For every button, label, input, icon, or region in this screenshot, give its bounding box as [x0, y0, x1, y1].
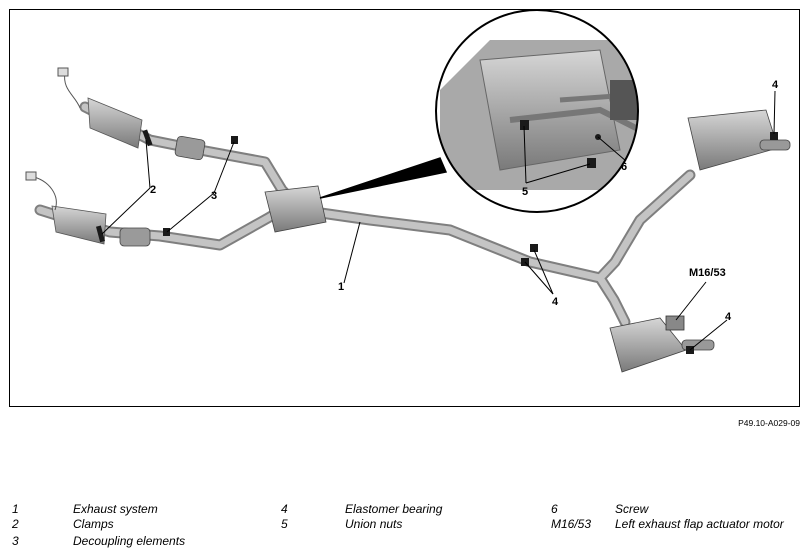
legend-num-5: 5: [281, 517, 288, 531]
clamps: [95, 129, 153, 243]
legend-label-3: Decoupling elements: [73, 534, 186, 548]
o2-sensor-wires: [25, 67, 81, 211]
callout-3: 3: [211, 190, 217, 202]
flap-actuator-motor: [665, 315, 685, 331]
legend-num-1: 1: [12, 502, 19, 516]
exhaust-system-illustration: 1 2 3 4 4 4 5 6 M16/53: [25, 9, 791, 373]
legend-label-4: Elastomer bearing: [345, 502, 443, 516]
callout-m16-53: M16/53: [689, 267, 726, 279]
legend-num-m16-53: M16/53: [551, 517, 592, 531]
legend-label-m16-53: Left exhaust flap actuator motor: [615, 517, 784, 531]
figure-reference: P49.10-A029-09: [738, 418, 800, 428]
legend-num-2: 2: [12, 517, 19, 531]
zoom-detail: [435, 9, 639, 213]
callout-6: 6: [621, 161, 627, 173]
leader-lines: [101, 90, 776, 351]
legend-label-2: Clamps: [73, 517, 114, 531]
right-rear-silencer: [687, 109, 791, 171]
lower-catalytic-converter: [51, 205, 151, 247]
legend-label-5: Union nuts: [345, 517, 403, 531]
zoom-connector-lines: [319, 157, 448, 199]
callout-4-center: 4: [552, 296, 559, 308]
legend-label-6: Screw: [615, 502, 649, 516]
legend-num-3: 3: [12, 534, 19, 548]
callout-5: 5: [522, 186, 528, 198]
union-nuts: [520, 120, 596, 168]
callout-4-left: 4: [725, 311, 732, 323]
callout-2: 2: [150, 184, 156, 196]
legend-num-4: 4: [281, 502, 288, 516]
decoupling-elements: [163, 136, 238, 236]
front-muffler: [264, 185, 327, 233]
callout-1: 1: [338, 281, 344, 293]
callout-4-right: 4: [772, 79, 779, 91]
legend-label-1: Exhaust system: [73, 502, 158, 516]
upper-catalytic-converter: [87, 97, 206, 161]
legend-num-6: 6: [551, 502, 558, 516]
left-rear-silencer: [609, 317, 715, 373]
